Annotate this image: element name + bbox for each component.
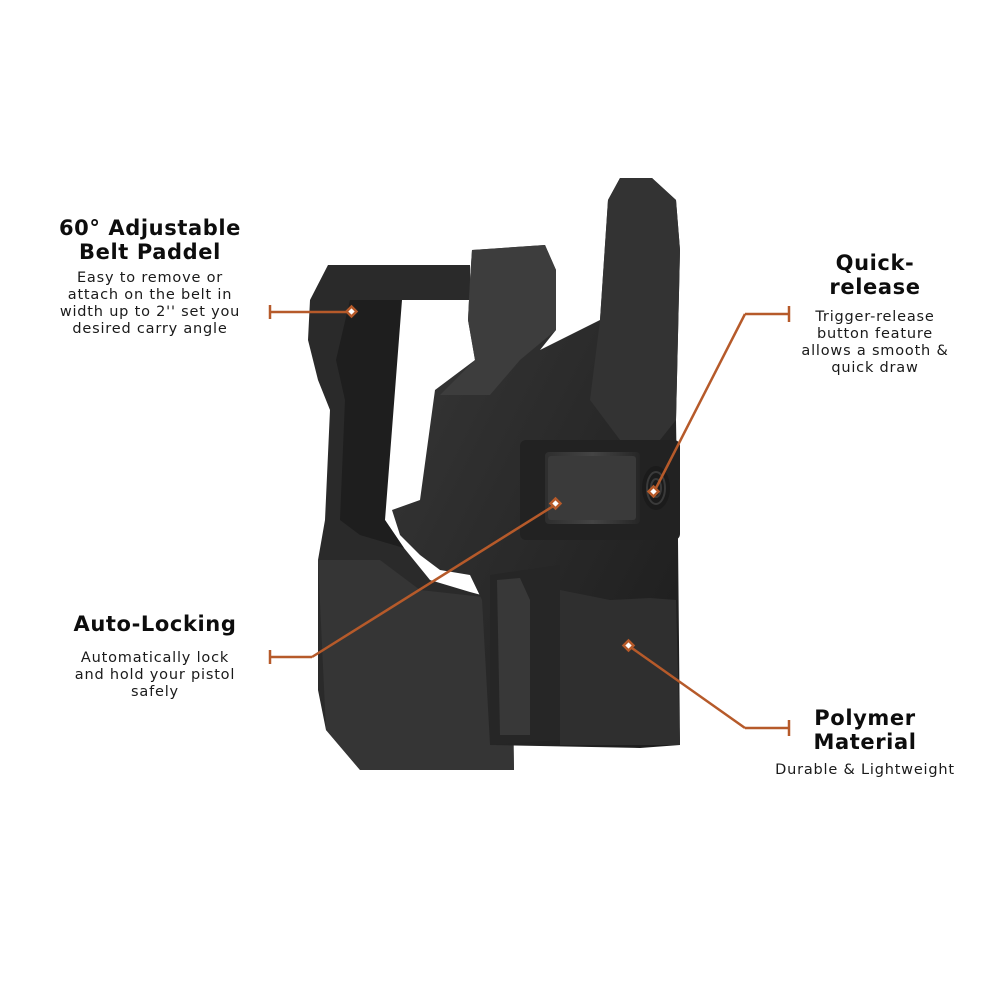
title-line-1: Auto-Locking — [73, 612, 237, 636]
belt-paddle-shape — [308, 265, 514, 770]
feature-description: Automatically lock and hold your pistol … — [40, 650, 270, 701]
title-line-2: Belt Paddel — [79, 240, 221, 264]
callout-belt-paddle — [268, 304, 359, 319]
title-line-1: Quick- — [835, 251, 915, 275]
feature-polymer: Polymer Material Durable & Lightweight — [740, 706, 990, 779]
desc-line: quick draw — [831, 360, 919, 376]
title-line-2: Material — [813, 730, 917, 754]
title-line-2: release — [829, 275, 921, 299]
desc-line: width up to 2'' set you — [59, 304, 241, 320]
feature-auto-locking: Auto-Locking Automatically lock and hold… — [40, 612, 270, 701]
feature-belt-paddle: 60° Adjustable Belt Paddel Easy to remov… — [30, 216, 270, 338]
feature-description: Trigger-release button feature allows a … — [770, 309, 980, 377]
callout-polymer — [621, 638, 791, 736]
callout-quick-release — [646, 306, 791, 499]
feature-quick-release: Quick- release Trigger-release button fe… — [770, 251, 980, 377]
desc-line: Durable & Lightweight — [775, 762, 955, 778]
feature-description: Easy to remove or attach on the belt in … — [30, 270, 270, 338]
locking-lever-shape — [520, 440, 680, 540]
desc-line: attach on the belt in — [67, 287, 233, 303]
desc-line: allows a smooth & — [801, 343, 949, 359]
callout-auto-locking — [268, 496, 563, 664]
feature-title: Polymer Material — [740, 706, 990, 754]
desc-line: Easy to remove or — [76, 270, 224, 286]
feature-title: 60° Adjustable Belt Paddel — [30, 216, 270, 264]
desc-line: and hold your pistol — [74, 667, 236, 683]
feature-title: Quick- release — [770, 251, 980, 299]
desc-line: button feature — [817, 326, 933, 342]
desc-line: desired carry angle — [72, 321, 228, 337]
desc-line: Automatically lock — [80, 650, 230, 666]
desc-line: Trigger-release — [815, 309, 935, 325]
title-line-1: 60° Adjustable — [58, 216, 242, 240]
desc-line: safely — [131, 684, 179, 700]
feature-description: Durable & Lightweight — [740, 762, 990, 779]
title-line-1: Polymer — [814, 706, 916, 730]
feature-title: Auto-Locking — [40, 612, 270, 636]
